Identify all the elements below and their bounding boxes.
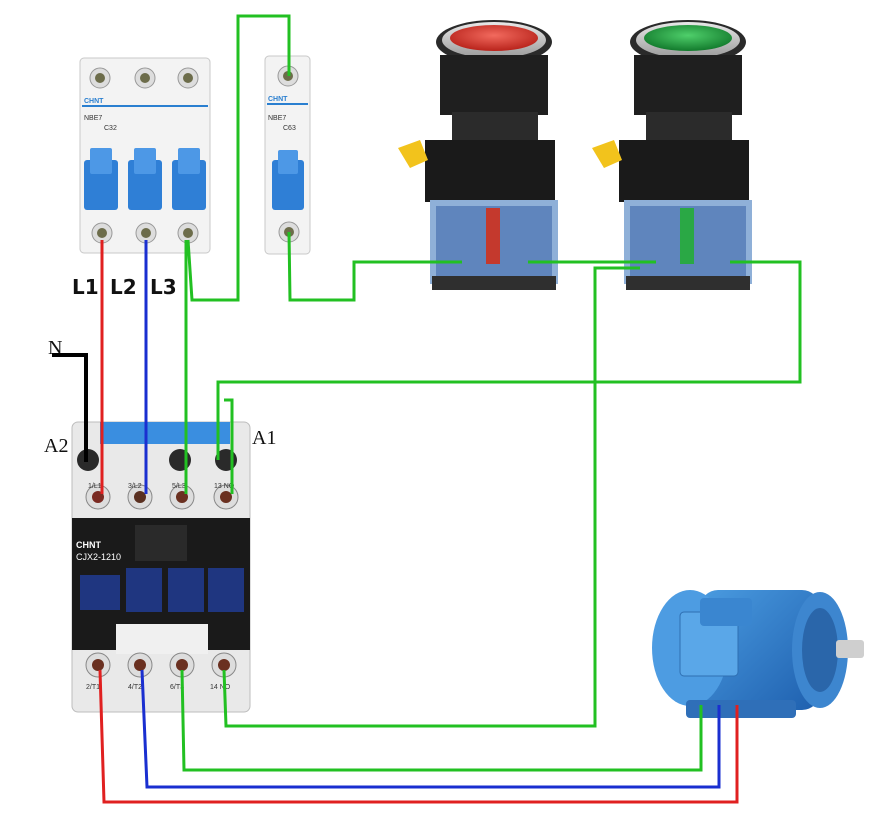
label-l2: L2 [110,275,137,299]
latch-icon [592,140,622,168]
wire-control-to-stop [287,231,462,302]
coil-label-a1: A1 [252,427,276,449]
terminal-4-t2: 4/T2 [128,684,142,691]
breaker-model: NBE7 [268,115,286,122]
breaker-bottom-screws [91,222,199,244]
wire-l1-motor [98,669,739,804]
terminal-6-t3: 6/T3 [170,684,184,691]
wire-l2-motor [140,669,721,789]
terminal-14-no: 14 NO [210,684,231,691]
wire-l3-motor [180,669,703,772]
contactor: 1/L1 3/L2 5/L3 13 NO CHNT CJX2-1210 2/T1… [71,421,251,713]
stop-button-cap[interactable] [450,25,538,51]
wires [52,14,802,804]
breaker-toggles[interactable] [84,148,206,210]
breaker-model: NBE7 [84,115,102,122]
terminal-5-l3: 5/L3 [172,483,186,490]
three-pole-breaker: CHNT NBE7 C32 [79,57,211,254]
motor-icon [652,590,864,718]
contactor-model: CJX2-1210 [76,552,121,562]
stop-push-button[interactable] [398,20,558,290]
label-l3: L3 [150,275,177,299]
wire-neutral [52,353,88,462]
start-button-cap[interactable] [644,25,732,51]
terminal-1-l1: 1/L1 [88,483,102,490]
single-pole-breaker: CHNT NBE7 C63 [264,55,311,255]
wire-14no-return [222,266,640,728]
wire-a1-to-13no [224,398,234,494]
breaker-rating: C63 [283,125,296,132]
terminal-3-l2: 3/L2 [128,483,142,490]
wire-start-to-a1 [216,260,802,460]
breaker-top-screws [89,67,199,89]
breaker-brand: CHNT [84,98,104,105]
coil-label-a2: A2 [44,435,68,457]
wire-control-feed [186,14,291,302]
terminal-13-no: 13 NO [214,483,235,490]
contactor-top-screws [77,449,239,510]
contactor-bottom-screws [85,652,237,678]
terminal-2-t1: 2/T1 [86,684,100,691]
breaker-rating: C32 [104,125,117,132]
latch-icon [398,140,428,168]
breaker-brand: CHNT [268,96,288,103]
start-push-button[interactable] [592,20,752,290]
contactor-brand: CHNT [76,540,101,550]
label-l1: L1 [72,275,99,299]
